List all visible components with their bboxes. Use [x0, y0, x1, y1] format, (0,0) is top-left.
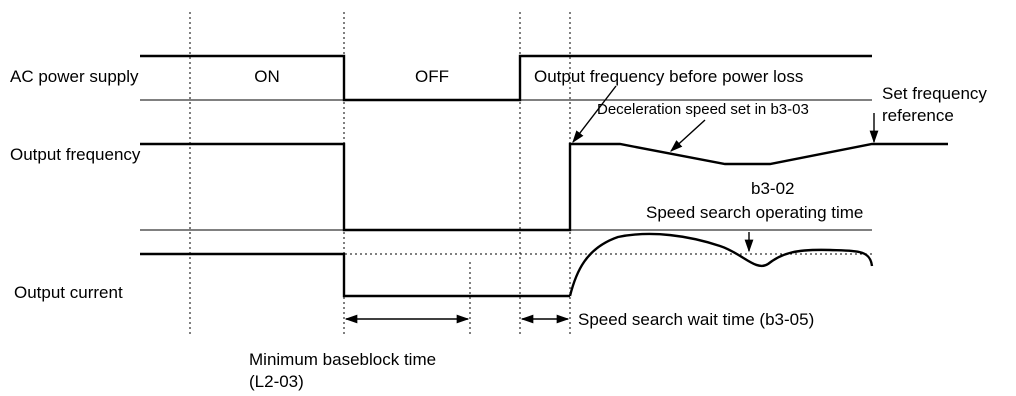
freq-before-loss-arrow: [572, 85, 617, 143]
output-frequency-waveform: [140, 142, 948, 232]
b3-02-label: b3-02: [751, 179, 794, 198]
decel-speed-label: Deceleration speed set in b3-03: [597, 101, 809, 118]
off-state-label: OFF: [415, 67, 449, 86]
speed-search-op-time-label: Speed search operating time: [646, 203, 863, 222]
min-baseblock-label-line1: Minimum baseblock time: [249, 350, 436, 369]
output-current-recovery-curve: [568, 232, 874, 297]
set-freq-label-line2: reference: [882, 106, 954, 125]
min-baseblock-label-line2: (L2-03): [249, 372, 304, 391]
decel-speed-arrow: [670, 119, 706, 152]
output-current-label: Output current: [14, 283, 123, 302]
freq-before-loss-label: Output frequency before power loss: [534, 67, 803, 86]
ac-power-waveform: [140, 54, 872, 102]
ac-power-supply-label: AC power supply: [10, 67, 139, 86]
output-frequency-label: Output frequency: [10, 145, 141, 164]
speed-search-wait-label: Speed search wait time (b3-05): [578, 310, 814, 329]
output-current-waveform: [140, 252, 570, 298]
set-freq-label-line1: Set frequency: [882, 84, 987, 103]
on-state-label: ON: [254, 67, 280, 86]
